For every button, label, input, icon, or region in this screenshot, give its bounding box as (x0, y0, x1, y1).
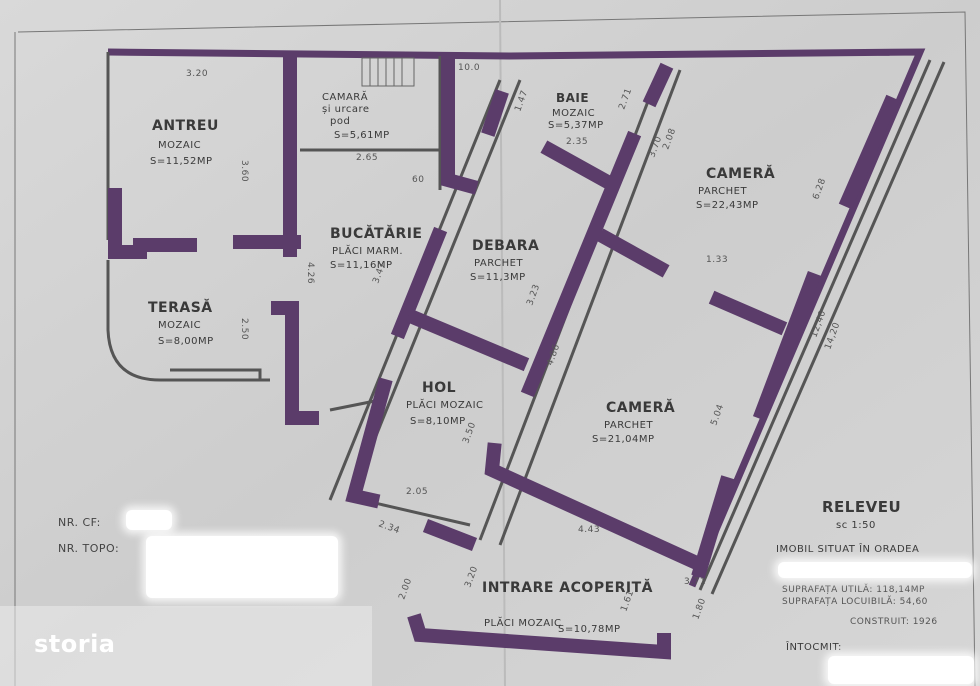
svg-text:S=8,10MP: S=8,10MP (410, 416, 466, 427)
svg-text:CAMARĂ: CAMARĂ (322, 90, 368, 103)
svg-text:MOZAIC: MOZAIC (158, 140, 201, 151)
svg-text:PARCHET: PARCHET (474, 258, 524, 269)
room-debara: DEBARA PARCHET S=11,3MP (470, 238, 539, 283)
redacted-author (828, 656, 974, 684)
svg-text:PLĂCI MOZAIC: PLĂCI MOZAIC (484, 616, 562, 629)
svg-text:PLĂCI MOZAIC: PLĂCI MOZAIC (406, 398, 484, 411)
room-hol: HOL PLĂCI MOZAIC S=8,10MP (406, 380, 484, 427)
svg-text:4.43: 4.43 (578, 525, 600, 535)
nr-cf-label: NR. CF: (58, 516, 101, 529)
svg-text:1.33: 1.33 (706, 255, 728, 265)
svg-text:INTRARE ACOPERITĂ: INTRARE ACOPERITĂ (482, 578, 653, 596)
redacted-address-line (778, 562, 972, 578)
svg-text:3.71: 3.71 (684, 577, 706, 587)
svg-text:10.0: 10.0 (458, 63, 480, 73)
svg-text:ÎNTOCMIT:: ÎNTOCMIT: (785, 640, 842, 653)
svg-text:3.20: 3.20 (186, 69, 208, 79)
svg-text:3.60: 3.60 (239, 160, 249, 182)
svg-text:pod: pod (330, 116, 350, 127)
svg-text:și urcare: și urcare (322, 104, 370, 115)
room-baie: BAIE MOZAIC S=5,37MP (548, 91, 604, 131)
svg-text:PARCHET: PARCHET (604, 420, 654, 431)
redacted-topo-number (146, 536, 338, 598)
room-antreu: ANTREU MOZAIC S=11,52MP (150, 118, 219, 167)
svg-text:DEBARA: DEBARA (472, 238, 539, 254)
svg-text:RELEVEU: RELEVEU (822, 498, 901, 516)
room-intrare: INTRARE ACOPERITĂ PLĂCI MOZAIC S=10,78MP (482, 578, 653, 635)
svg-text:2.65: 2.65 (356, 153, 378, 163)
room-terasa: TERASĂ MOZAIC S=8,00MP (148, 298, 214, 347)
svg-text:S=22,43MP: S=22,43MP (696, 200, 759, 211)
svg-text:IMOBIL SITUAT ÎN ORADEA: IMOBIL SITUAT ÎN ORADEA (776, 542, 919, 555)
svg-text:CONSTRUIT: 1926: CONSTRUIT: 1926 (850, 617, 938, 627)
svg-text:sc 1:50: sc 1:50 (836, 520, 876, 531)
svg-text:S=21,04MP: S=21,04MP (592, 434, 655, 445)
svg-text:CAMERĂ: CAMERĂ (706, 164, 775, 182)
svg-text:2.35: 2.35 (566, 137, 588, 147)
svg-text:PARCHET: PARCHET (698, 186, 748, 197)
svg-text:4.26: 4.26 (305, 262, 315, 284)
storia-logo: storia (34, 630, 116, 658)
nr-topo-label: NR. TOPO: (58, 542, 119, 555)
svg-text:S=5,61MP: S=5,61MP (334, 130, 390, 141)
svg-text:S=5,37MP: S=5,37MP (548, 120, 604, 131)
redacted-cf-number (126, 510, 172, 530)
svg-text:HOL: HOL (422, 380, 456, 396)
room-bucatarie: BUCĂTĂRIE PLĂCI MARM. S=11,16MP (330, 224, 423, 271)
room-camera-1: CAMERĂ PARCHET S=22,43MP (696, 164, 775, 211)
svg-text:S=11,52MP: S=11,52MP (150, 156, 213, 167)
watermark-overlay (0, 606, 372, 686)
svg-text:60: 60 (412, 175, 424, 185)
svg-text:MOZAIC: MOZAIC (552, 108, 595, 119)
title-block: RELEVEU sc 1:50 IMOBIL SITUAT ÎN ORADEA … (776, 498, 938, 653)
sheet-border (17, 11, 976, 686)
stairs (361, 57, 415, 87)
room-name: ANTREU (152, 118, 219, 134)
svg-text:MOZAIC: MOZAIC (158, 320, 201, 331)
svg-text:S=11,3MP: S=11,3MP (470, 272, 526, 283)
room-camera-2: CAMERĂ PARCHET S=21,04MP (592, 398, 675, 445)
svg-text:2.50: 2.50 (239, 318, 249, 340)
svg-text:BUCĂTĂRIE: BUCĂTĂRIE (330, 224, 423, 242)
svg-text:SUPRAFAȚA UTILĂ: 118,14MP: SUPRAFAȚA UTILĂ: 118,14MP (782, 583, 925, 595)
room-camara: CAMARĂ și urcare pod S=5,61MP (322, 90, 390, 141)
svg-text:2.05: 2.05 (406, 487, 428, 497)
highlighted-walls (108, 53, 900, 660)
svg-text:TERASĂ: TERASĂ (148, 298, 213, 316)
svg-text:PLĂCI MARM.: PLĂCI MARM. (332, 244, 403, 257)
svg-text:S=8,00MP: S=8,00MP (158, 336, 214, 347)
svg-text:S=11,16MP: S=11,16MP (330, 260, 393, 271)
svg-text:BAIE: BAIE (556, 91, 589, 105)
svg-text:S=10,78MP: S=10,78MP (558, 624, 621, 635)
svg-text:SUPRAFAȚA LOCUIBILĂ: 54,60: SUPRAFAȚA LOCUIBILĂ: 54,60 (782, 595, 928, 607)
svg-text:CAMERĂ: CAMERĂ (606, 398, 675, 416)
